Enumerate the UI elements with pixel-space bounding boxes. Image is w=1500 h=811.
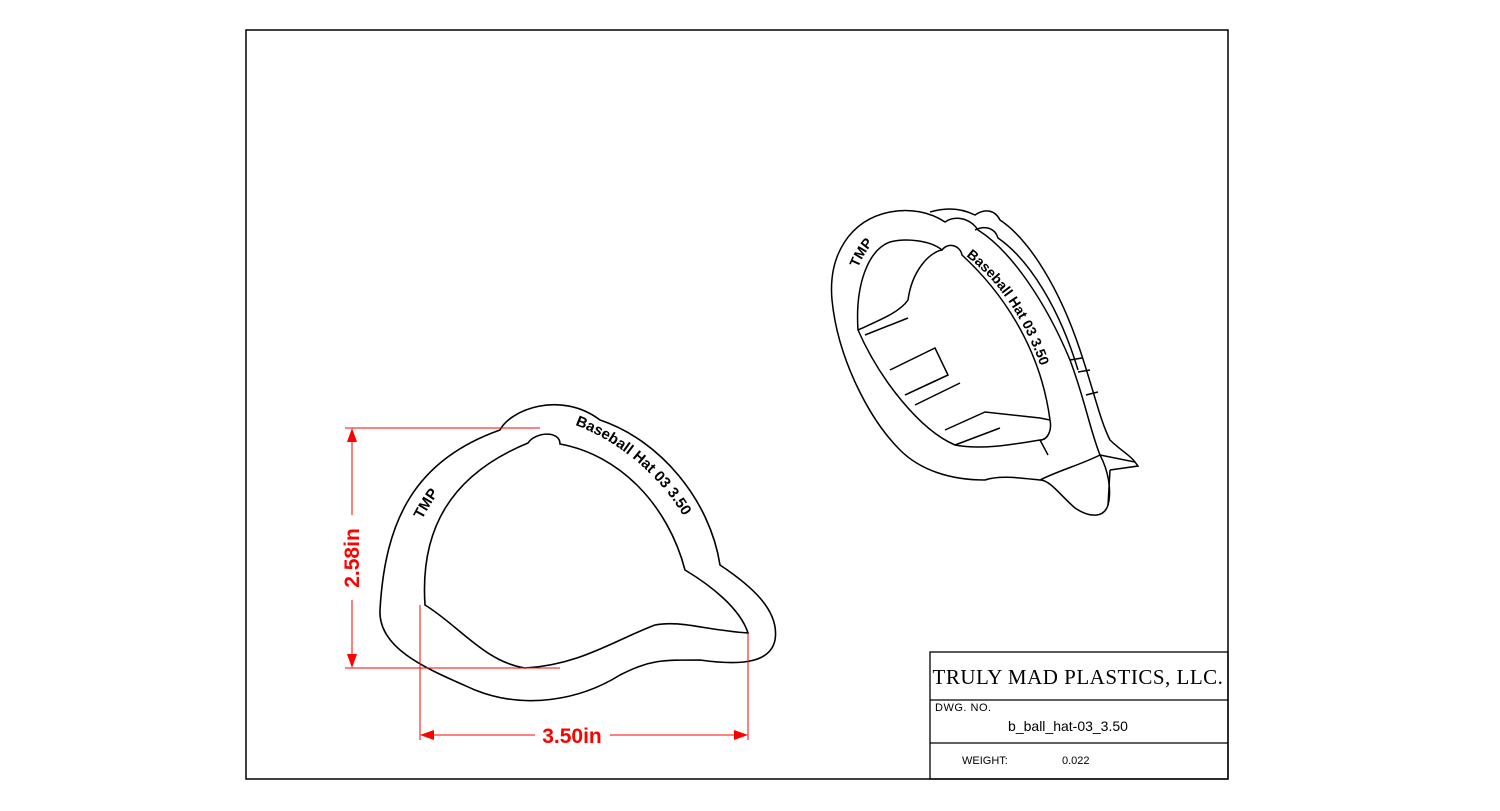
iso-maker-emboss: TMP [846,235,876,270]
title-block [929,651,1229,780]
weight-value: 0.022 [1062,755,1090,767]
isometric-view-cutter [830,208,1140,516]
front-view-cutter [379,403,777,702]
front-label-emboss: Baseball Hat 03 3.50 [574,413,695,518]
weight-label: WEIGHT: [962,755,1008,767]
dimension-lines [345,427,749,740]
height-dimension: 2.58in [341,528,364,588]
width-dimension: 3.50in [542,725,602,748]
company-name: TRULY MAD PLASTICS, LLC. [933,665,1224,689]
dwg-no-value: b_ball_hat-03_3.50 [1008,718,1128,734]
dwg-no-label: DWG. NO. [935,702,992,714]
sheet-border [245,29,1229,780]
dimension-arrows [347,428,748,740]
